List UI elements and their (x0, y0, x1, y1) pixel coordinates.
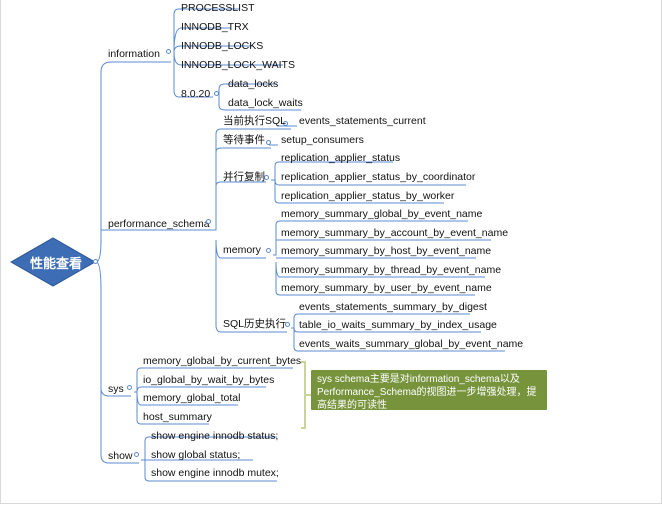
memory-item: memory_summary_global_by_event_name (281, 208, 483, 220)
sys-item: io_global_by_wait_by_bytes (143, 374, 275, 386)
sys-item: memory_global_total (143, 392, 241, 404)
replication-item: replication_applier_status_by_worker (281, 190, 455, 202)
branch-performance-schema: performance_schema (108, 218, 210, 230)
group-wait-events: 等待事件 (223, 134, 265, 146)
sql-history-item: events_statements_summary_by_digest (299, 301, 487, 313)
root-node: 性能查看 (29, 255, 82, 271)
show-collapse-dot (134, 452, 139, 457)
sql-history-item: table_io_waits_summary_by_index_usage (299, 319, 497, 331)
group-current-sql: 当前执行SQL (223, 115, 287, 127)
information-collapse-dot (166, 49, 171, 54)
memory-item: memory_summary_by_account_by_event_name (281, 227, 509, 239)
version-item: data_locks (228, 78, 279, 90)
performance-schema-collapse-dot (206, 219, 211, 224)
sys-note: sys schema主要是对information_schema以及Perfor… (311, 370, 547, 411)
version-collapse-dot (214, 91, 219, 96)
information-item: INNODB_LOCK_WAITS (181, 59, 295, 71)
branch-sys: sys (108, 383, 124, 395)
memory-item: memory_summary_by_host_by_event_name (281, 245, 492, 257)
sys-collapse-dot (127, 385, 132, 390)
wait-events-item: setup_consumers (281, 134, 364, 146)
version-node: 8.0.20 (181, 88, 211, 100)
sql-history-item: events_waits_summary_global_by_event_nam… (299, 338, 524, 350)
information-item: PROCESSLIST (181, 2, 255, 14)
show-item: show global status; (151, 449, 241, 461)
current-sql-item: events_statements_current (299, 115, 426, 127)
wait-events-collapse-dot (266, 140, 271, 145)
memory-collapse-dot (266, 248, 271, 253)
branch-show: show (108, 450, 133, 462)
current-sql-collapse-dot (283, 121, 288, 126)
sys-item: memory_global_by_current_bytes (143, 355, 302, 367)
replication-item: replication_applier_status (281, 152, 401, 164)
sql-history-collapse-dot (285, 322, 290, 327)
group-memory: memory (223, 244, 261, 256)
group-sql-history: SQL历史执行 (223, 318, 287, 330)
memory-item: memory_summary_by_thread_by_event_name (281, 264, 502, 276)
information-item: INNODB_TRX (181, 21, 249, 33)
branch-information: information (108, 48, 160, 60)
show-item: show engine innodb status; (151, 430, 279, 442)
show-item: show engine innodb mutex; (151, 467, 279, 479)
root-collapse-dot (93, 259, 98, 264)
parallel-replication-collapse-dot (264, 175, 269, 180)
version-item: data_lock_waits (228, 97, 303, 109)
memory-item: memory_summary_by_user_by_event_name (281, 282, 492, 294)
group-parallel-replication: 并行复制 (223, 171, 265, 183)
information-item: INNODB_LOCKS (181, 40, 264, 52)
replication-item: replication_applier_status_by_coordinato… (281, 171, 476, 183)
sys-item: host_summary (143, 411, 212, 423)
